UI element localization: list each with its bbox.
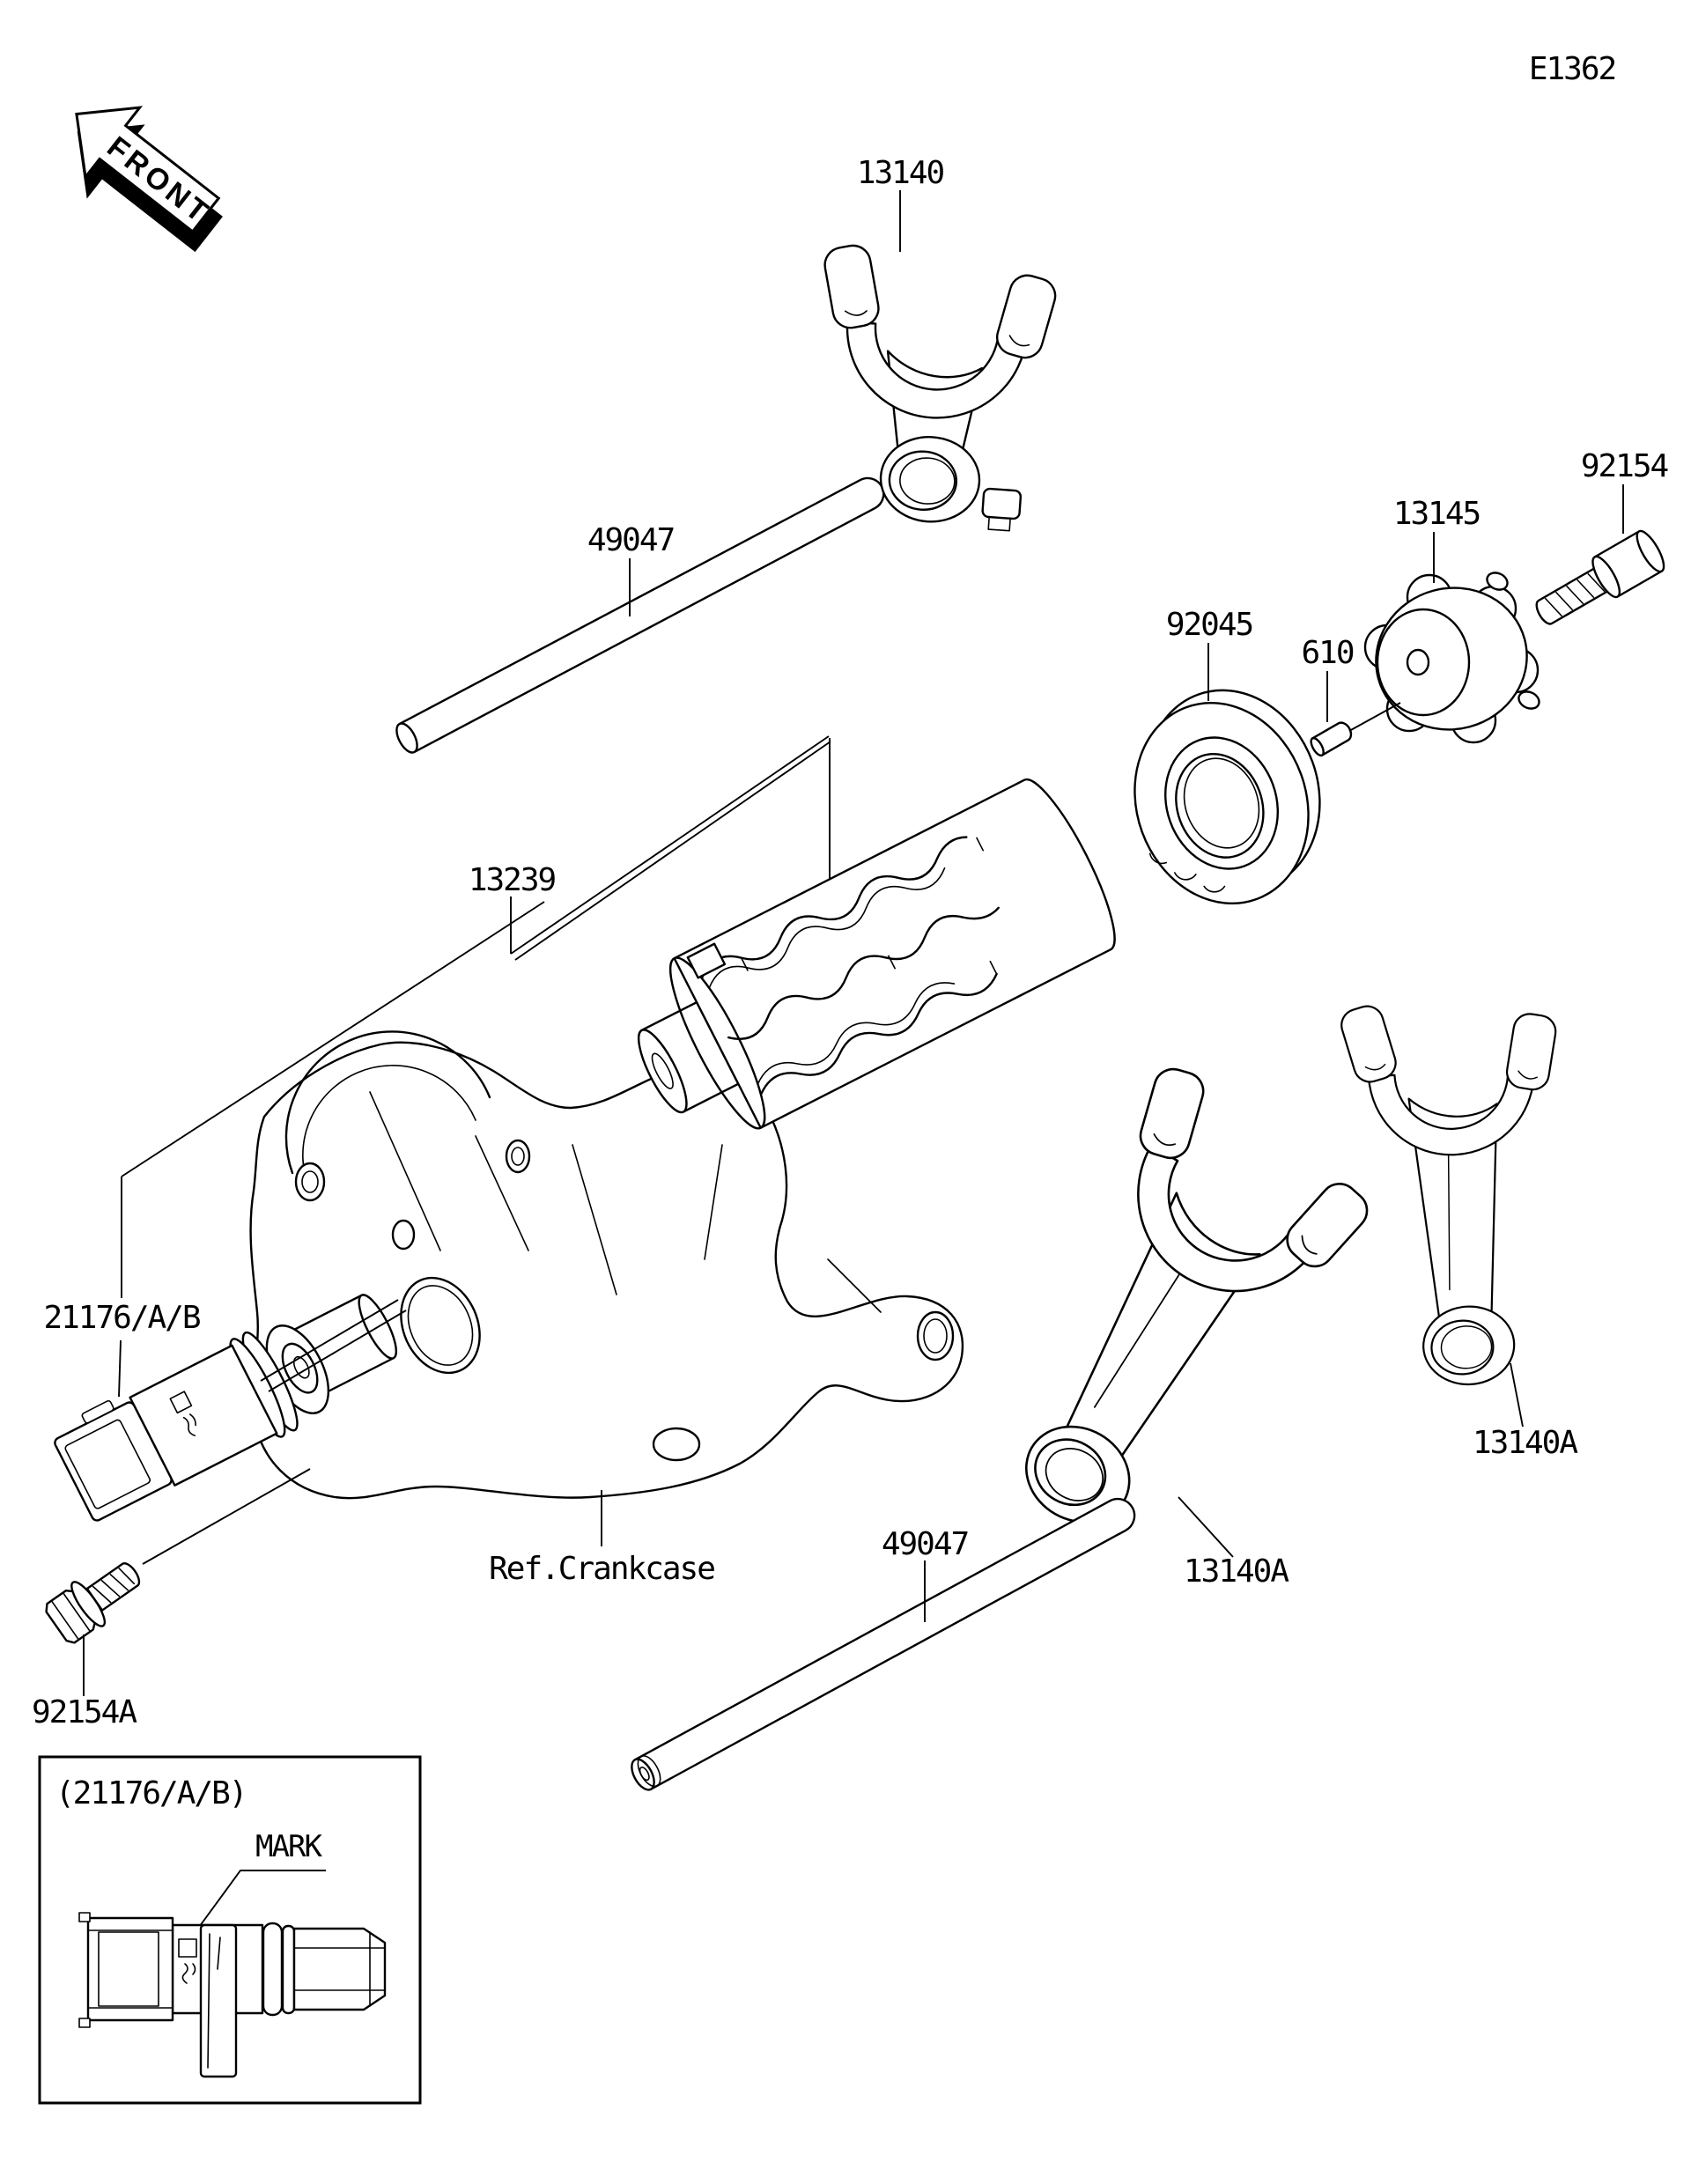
- callout-rod-top: 49047: [587, 522, 674, 558]
- sensor-side-view-drawing: [78, 1912, 387, 2078]
- callout-bearing: 92045: [1166, 607, 1252, 643]
- inset-title: (21176/A/B): [55, 1775, 246, 1811]
- leader-lines: [83, 190, 1624, 1696]
- dowel-pin-drawing: [1310, 721, 1353, 757]
- callout-dowel-pin: 610: [1301, 635, 1353, 671]
- diagram-code-label: E1362: [1529, 51, 1615, 87]
- shift-fork-right-drawing: [1335, 992, 1578, 1391]
- callout-bolt-top-right: 92154: [1581, 448, 1668, 484]
- callout-gear-position-sensor: 21176/A/B: [43, 1300, 199, 1336]
- callout-crankcase-ref: Ref.Crankcase: [489, 1551, 714, 1587]
- shift-rod-top-drawing: [395, 476, 885, 754]
- front-direction-marker: FRONT: [75, 106, 223, 253]
- shift-drum-drawing: [637, 778, 1116, 1130]
- shift-fork-top-drawing: [802, 239, 1063, 532]
- gear-position-sensor-drawing: [54, 1294, 398, 1522]
- crankcase-drawing: [249, 1030, 964, 1500]
- cam-holder-drawing: [1363, 572, 1540, 744]
- sensor-inset-box: (21176/A/B) MARK: [38, 1755, 422, 2105]
- callout-rod-bottom: 49047: [882, 1526, 968, 1562]
- callout-labels: E1362 13140 92154 13145 92045 610 49047 …: [32, 51, 1670, 1730]
- shift-rod-bottom-drawing: [631, 1497, 1136, 1791]
- bolt-top-right-drawing: [1535, 529, 1665, 625]
- callout-fork-middle: 13140A: [1184, 1553, 1289, 1590]
- callout-fork-right: 13140A: [1473, 1425, 1578, 1461]
- callout-cam-holder: 13145: [1393, 496, 1480, 532]
- callout-shift-drum: 13239: [469, 862, 556, 898]
- shift-fork-middle-drawing: [938, 1052, 1392, 1578]
- bearing-drawing: [1133, 689, 1321, 905]
- bolt-bottom-left-drawing: [45, 1562, 141, 1644]
- callout-bolt-bottom-left: 92154A: [32, 1694, 137, 1730]
- callout-fork-top: 13140: [857, 155, 944, 191]
- inset-mark-label: MARK: [255, 1829, 322, 1864]
